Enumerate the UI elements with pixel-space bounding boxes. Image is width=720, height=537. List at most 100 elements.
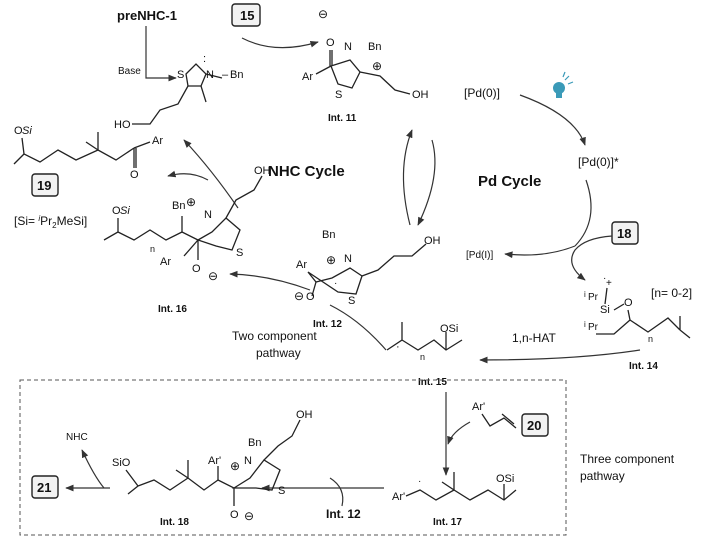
- compound-20-box: 20: [521, 413, 549, 437]
- int14-label: Int. 14: [629, 361, 658, 372]
- compound-18-box: 18: [611, 221, 639, 245]
- arrow-18-to-int14: [571, 235, 613, 281]
- three-component-line2: pathway: [580, 469, 625, 483]
- svg-text:⊕: ⊕: [372, 59, 382, 73]
- svg-text:O: O: [230, 509, 239, 521]
- svg-text:i: i: [584, 290, 586, 299]
- compound-19-structure: O Si O Ar: [13, 125, 163, 181]
- svg-text:S: S: [348, 295, 355, 307]
- int12-structure: Bn N ⊕ Ar ⊖ O · S OH: [294, 229, 441, 307]
- svg-text:O: O: [130, 169, 139, 181]
- svg-text:N: N: [206, 69, 214, 81]
- svg-text:15: 15: [240, 8, 254, 23]
- int11-structure: ⊖ O Ar N Bn ⊕ S OH: [302, 7, 429, 101]
- svg-text:Bn: Bn: [248, 437, 261, 449]
- radical-addition-arrow: [329, 304, 387, 351]
- int15-label: Int. 15: [418, 377, 447, 388]
- three-component-line1: Three component: [580, 452, 675, 466]
- base-label: Base: [118, 66, 141, 77]
- svg-text:·: ·: [396, 341, 400, 353]
- svg-text:Ar: Ar: [152, 135, 163, 147]
- svg-text:⊕: ⊕: [230, 459, 240, 473]
- prenhc-label: preNHC-1: [117, 8, 177, 23]
- n-range-label: [n= 0-2]: [651, 286, 692, 300]
- svg-text:OH: OH: [412, 89, 429, 101]
- svg-text:n: n: [648, 334, 653, 344]
- svg-text:O: O: [326, 37, 335, 49]
- int12-label: Int. 12: [313, 319, 342, 330]
- svg-text:OSi: OSi: [496, 473, 514, 485]
- two-component-line2: pathway: [256, 346, 301, 360]
- svg-text:S: S: [177, 69, 184, 81]
- pd0-star-label: [Pd(0)]*: [578, 155, 619, 169]
- svg-text:⊖: ⊖: [208, 269, 218, 283]
- svg-text:OH: OH: [424, 235, 441, 247]
- svg-text:N: N: [344, 253, 352, 265]
- int12-to-int16-arrow: [229, 270, 311, 291]
- svg-text:OH: OH: [296, 409, 313, 421]
- svg-text:n: n: [420, 352, 425, 362]
- svg-text:S: S: [278, 485, 285, 497]
- int12-to-int11-arrow: [402, 129, 413, 226]
- svg-text:⊕: ⊕: [326, 253, 336, 267]
- svg-text:Ar: Ar: [302, 71, 313, 83]
- svg-text::: :: [203, 53, 206, 65]
- pd-cycle-title: Pd Cycle: [478, 173, 541, 190]
- svg-text:+: +: [606, 278, 612, 289]
- pd-set-arrow: [504, 245, 576, 259]
- alkene-20-structure: Ar': [472, 401, 517, 429]
- svg-text:20: 20: [527, 418, 541, 433]
- svg-text:·: ·: [418, 476, 421, 487]
- int11-label: Int. 11: [328, 113, 357, 124]
- svg-text:Ar': Ar': [392, 491, 405, 503]
- svg-text:S: S: [236, 247, 243, 259]
- int11-to-int12-arrow: [417, 139, 436, 226]
- svg-text:OSi: OSi: [440, 323, 458, 335]
- alkene-addition-arrow: [447, 421, 471, 445]
- photoexcitation-arrow: [519, 94, 586, 146]
- svg-text:Pr: Pr: [588, 322, 599, 333]
- hat-arrow: [479, 349, 641, 364]
- svg-text:O: O: [112, 205, 121, 217]
- svg-text:n: n: [150, 244, 155, 254]
- nhc-release-arrow: [81, 449, 105, 489]
- compound-21-box: 21: [31, 475, 59, 499]
- svg-text:18: 18: [617, 226, 631, 241]
- pd-cycle-arc: [574, 179, 592, 247]
- pd0-label: [Pd(0)]: [464, 86, 500, 100]
- svg-text:Ar': Ar': [472, 401, 485, 413]
- int14-structure: · + i Pr Si i Pr O n: [584, 273, 691, 344]
- svg-text:O: O: [14, 125, 23, 137]
- svg-text:Bn: Bn: [172, 200, 185, 212]
- int15-structure: · n OSi: [386, 322, 463, 362]
- regeneration-arrow: [183, 139, 239, 209]
- svg-text:i: i: [584, 320, 586, 329]
- int16-label: Int. 16: [158, 304, 187, 315]
- svg-text:O: O: [192, 263, 201, 275]
- int18-structure: SiO Ar' O ⊖ N ⊕ Bn S OH: [112, 409, 313, 523]
- base-arrow: [145, 26, 177, 82]
- prenhc-structure: S : N – Bn HO: [114, 53, 243, 131]
- svg-text:Ar: Ar: [296, 259, 307, 271]
- svg-text:Bn: Bn: [368, 41, 381, 53]
- svg-text:N: N: [204, 209, 212, 221]
- svg-text:S: S: [335, 89, 342, 101]
- svg-text:⊖: ⊖: [294, 289, 304, 303]
- svg-text:Bn: Bn: [322, 229, 335, 241]
- int17-structure: Ar' · OSi: [392, 472, 517, 503]
- svg-text:Bn: Bn: [230, 69, 243, 81]
- svg-text:SiO: SiO: [112, 457, 131, 469]
- two-component-line1: Two component: [232, 329, 317, 343]
- compound-19-box: 19: [31, 173, 59, 197]
- svg-text:·: ·: [603, 273, 606, 284]
- svg-text:Ar: Ar: [160, 256, 171, 268]
- nhc-released-label: NHC: [66, 432, 88, 443]
- svg-text:HO: HO: [114, 119, 131, 131]
- compound-15-box: 15: [231, 3, 261, 27]
- nhc-cycle-title: NHC Cycle: [268, 163, 345, 180]
- svg-text:⊖: ⊖: [318, 7, 328, 21]
- svg-text:⊕: ⊕: [186, 195, 196, 209]
- svg-text:N: N: [344, 41, 352, 53]
- svg-text:OH: OH: [254, 165, 271, 177]
- svg-text:–: –: [222, 69, 229, 81]
